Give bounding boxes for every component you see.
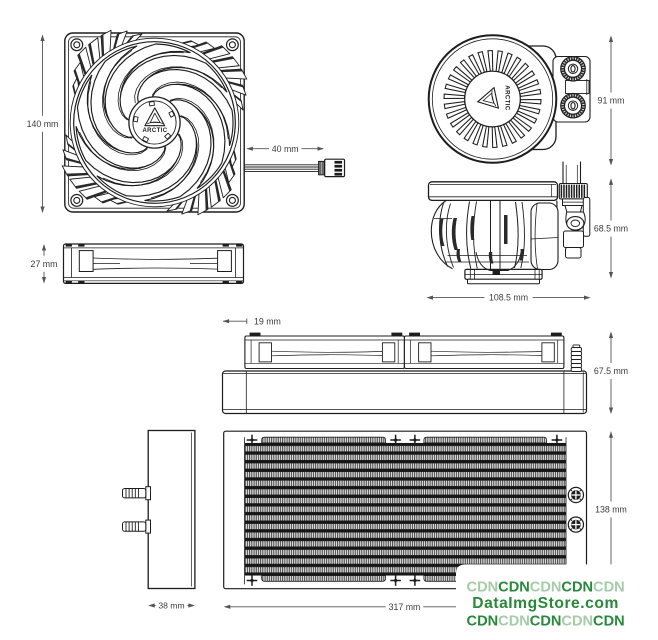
svg-text:DataImgStore.com: DataImgStore.com [472,595,619,612]
svg-text:108.5 mm: 108.5 mm [489,293,528,303]
svg-text:CDNCDNCDNCDNCDN: CDNCDNCDNCDNCDN [467,580,625,596]
svg-text:ARCTIC: ARCTIC [504,85,511,111]
svg-text:ARCTIC: ARCTIC [142,128,167,134]
svg-text:27 mm: 27 mm [31,259,58,269]
svg-text:19 mm: 19 mm [254,316,281,326]
svg-text:38 mm: 38 mm [158,601,184,611]
svg-text:317 mm: 317 mm [389,602,421,612]
svg-text:91 mm: 91 mm [598,96,625,106]
svg-text:67.5 mm: 67.5 mm [594,366,628,376]
svg-text:CDNCDNCDNCDNCDN: CDNCDNCDNCDNCDN [467,613,625,629]
svg-text:68.5 mm: 68.5 mm [594,224,628,234]
svg-text:40 mm: 40 mm [272,144,299,154]
svg-text:140 mm: 140 mm [27,119,59,129]
svg-text:138 mm: 138 mm [595,505,627,515]
